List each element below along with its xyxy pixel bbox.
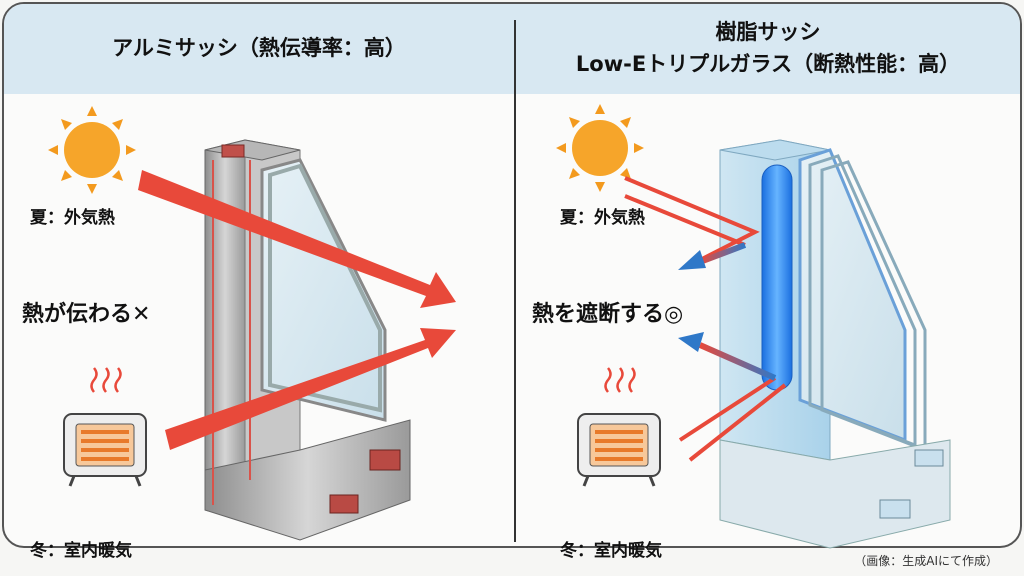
header-band [4,4,1020,94]
left-winter-label: 冬：室内暖気 [30,541,132,561]
heater-icon [63,367,147,487]
right-summer-label: 夏：外気熱 [560,208,645,228]
left-result-label: 熱が伝わる✕ [22,302,151,327]
blocked-arrow-winter [678,332,787,462]
heater-icon [577,367,661,487]
blocked-arrow-summer [624,176,760,270]
sun-icon [556,104,644,192]
heat-arrow-winter [165,328,456,450]
left-summer-label: 夏：外気熱 [30,208,115,228]
right-title-line2: Low-Eトリプルガラス（断熱性能：高） [575,52,961,76]
right-title: 樹脂サッシ Low-Eトリプルガラス（断熱性能：高） [516,16,1020,80]
divider [514,20,516,542]
right-winter-label: 冬：室内暖気 [560,541,662,561]
right-result-label: 熱を遮断する◎ [532,302,684,327]
heat-arrow-summer [138,170,456,308]
image-caption: （画像：生成AIにて作成） [854,554,998,568]
left-title: アルミサッシ（熱伝導率：高） [112,36,406,60]
right-title-line1: 樹脂サッシ [715,20,821,44]
aluminum-window-illustration [204,139,411,541]
resin-window-illustration [719,139,951,549]
sun-icon [48,106,136,194]
